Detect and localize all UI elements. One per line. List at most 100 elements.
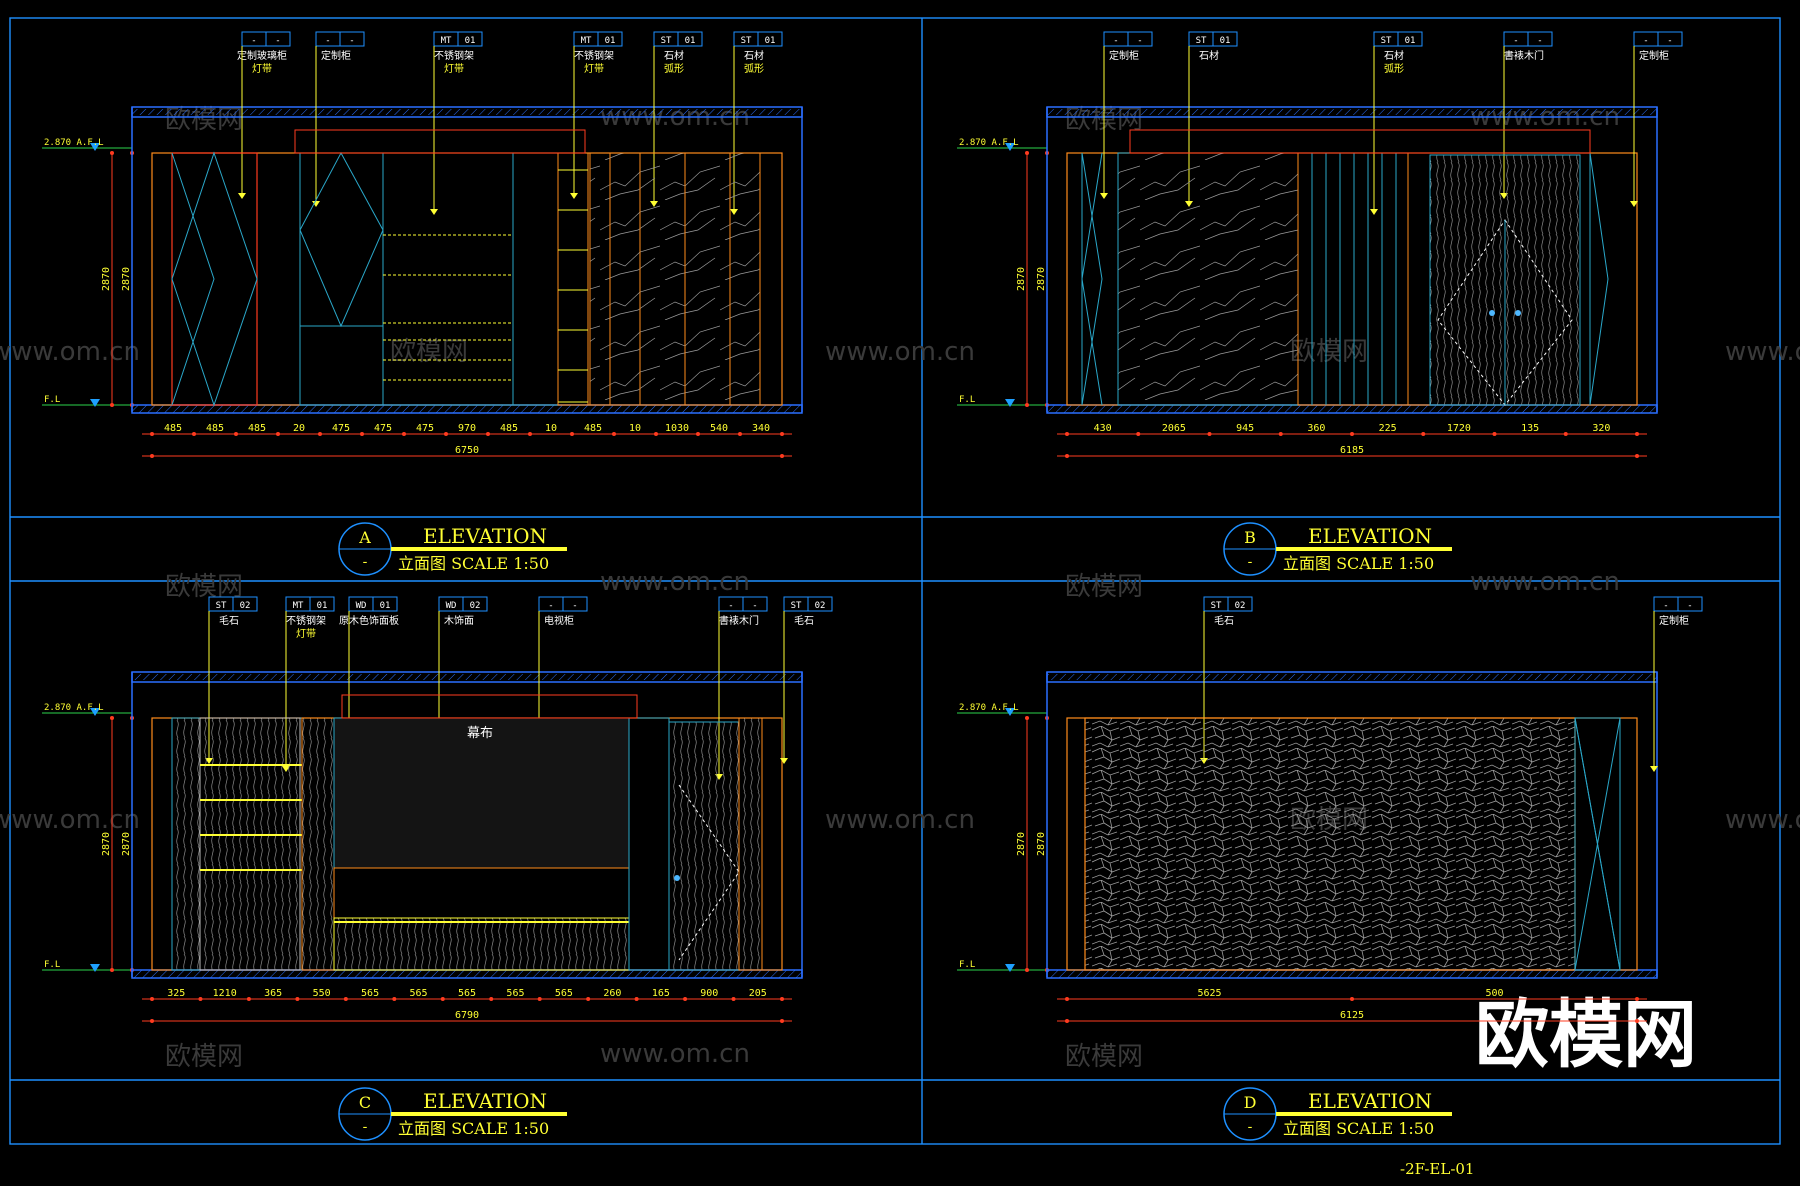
tag-code: - <box>1643 36 1648 46</box>
sheet-frame <box>9 17 1781 1145</box>
dim-tick <box>192 432 196 436</box>
dim-tick <box>570 432 574 436</box>
dim-label: 500 <box>1485 988 1503 999</box>
dim-label: 135 <box>1521 423 1539 434</box>
fluted-panel <box>1297 152 1409 406</box>
elevation-letter: B <box>1244 528 1256 547</box>
tag-num: - <box>572 601 577 611</box>
tag-num-box <box>1397 31 1423 47</box>
tag-code: ST <box>661 36 672 46</box>
tag-num: 01 <box>1405 36 1416 46</box>
material-tag: --定制柜 <box>1100 31 1153 199</box>
tag-num-box <box>372 596 398 612</box>
tag-label: 木饰面 <box>444 614 474 627</box>
dim-tick <box>1065 1019 1069 1023</box>
dim-tick <box>683 997 688 1001</box>
wood-door <box>668 721 740 971</box>
tag-num-box <box>1212 31 1238 47</box>
tag-code: WD <box>446 601 457 611</box>
tag-label: 石材 <box>744 49 764 62</box>
tag-num: - <box>275 36 280 46</box>
tag-num-box <box>562 596 588 612</box>
tag-label: 不锈钢架 <box>286 614 326 627</box>
dim-label: 225 <box>1379 423 1397 434</box>
tag-code: WD <box>356 601 367 611</box>
dim-label: 565 <box>506 988 524 999</box>
dim-tick <box>1025 403 1029 407</box>
tag-code: ST <box>216 601 227 611</box>
dim-tick <box>198 997 203 1001</box>
dim-tick <box>738 432 742 436</box>
dim-label: 475 <box>374 423 392 434</box>
side-panel <box>557 152 589 406</box>
tag-label: 定制柜 <box>1109 49 1139 62</box>
tag-code: - <box>325 36 330 46</box>
tag-code: ST <box>1196 36 1207 46</box>
dim-label: 360 <box>1307 423 1325 434</box>
watermark-url: www.om.cn <box>0 337 140 367</box>
tag-num-box <box>1657 31 1683 47</box>
watermark-brand: 欧模网 <box>165 1042 243 1072</box>
dim-tick <box>1136 432 1141 436</box>
tag-label: 定制柜 <box>1659 614 1689 627</box>
ceiling-hatch <box>1047 109 1657 115</box>
steel-shelf-frame <box>199 717 301 971</box>
dim-label: 550 <box>313 988 331 999</box>
dim-label: 1030 <box>665 423 689 434</box>
tag-num: 02 <box>1235 601 1246 611</box>
elevation-sub: - <box>363 554 368 570</box>
tag-label: 定制柜 <box>321 49 351 62</box>
floor-slab <box>1046 969 1658 979</box>
dim-tick <box>295 997 300 1001</box>
tag-label: 石材 <box>1199 49 1219 62</box>
dim-tick <box>110 403 114 407</box>
watermark-url: www.om.cn <box>1725 337 1800 367</box>
watermark-url: www.om.cn <box>1470 567 1620 597</box>
door-handle-icon <box>674 875 680 881</box>
leader-arrow <box>1630 201 1638 207</box>
elevation-title: ELEVATION <box>1308 1089 1432 1113</box>
dim-tick <box>110 151 114 155</box>
tag-label: 毛石 <box>794 615 814 627</box>
dim-tick <box>1065 432 1069 436</box>
elevation-title: ELEVATION <box>423 1089 547 1113</box>
height-dim-label: 2870 <box>101 832 112 856</box>
dim-label: 485 <box>164 423 182 434</box>
tag-code: ST <box>1381 36 1392 46</box>
dim-label: 475 <box>416 423 434 434</box>
level-marker-icon <box>90 143 100 151</box>
dim-total-label: 6125 <box>1340 1010 1364 1021</box>
dim-label: 945 <box>1236 423 1254 434</box>
level-marker-icon <box>1005 399 1015 407</box>
rubble-stone-wall <box>1084 717 1576 971</box>
tag-note: 弧形 <box>664 62 684 75</box>
tag-num: - <box>1137 36 1142 46</box>
tag-label: 石材 <box>664 49 684 62</box>
ceiling-recess <box>294 129 586 154</box>
dim-label: 565 <box>555 988 573 999</box>
tag-num-box <box>457 31 483 47</box>
dim-label: 485 <box>248 423 266 434</box>
sheet-code: -2F-EL-01 <box>1400 1160 1474 1178</box>
level-marker-icon <box>1005 708 1015 716</box>
elevation-sub: - <box>1248 554 1253 570</box>
tag-label: 毛石 <box>1214 615 1234 627</box>
ceiling-hatch <box>132 109 802 115</box>
dim-tick <box>343 997 348 1001</box>
tag-code: MT <box>581 36 592 46</box>
level-marker-icon <box>90 708 100 716</box>
dim-label: 325 <box>167 988 185 999</box>
door-handle-icon <box>1515 310 1521 316</box>
material-tag: --定制柜 <box>312 31 365 207</box>
dim-tick <box>1635 432 1639 436</box>
tag-label: 毛石 <box>219 615 239 627</box>
level-bottom-label: F.L <box>959 395 975 405</box>
elevation-letter: D <box>1244 1093 1257 1112</box>
tag-label: 原木色饰面板 <box>339 614 399 627</box>
dim-tick <box>392 997 397 1001</box>
dim-tick <box>1350 997 1354 1001</box>
material-tag: --定制柜 <box>1630 31 1683 207</box>
